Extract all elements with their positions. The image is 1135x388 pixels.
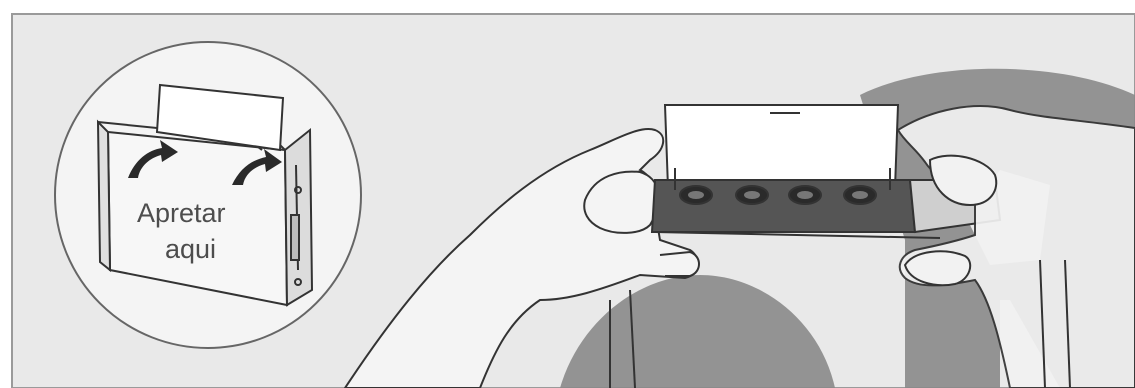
callout-label-line1: Apretar: [137, 198, 226, 228]
callout-bubble: Apretar aqui: [55, 42, 361, 348]
callout-label-line2: aqui: [165, 234, 216, 264]
